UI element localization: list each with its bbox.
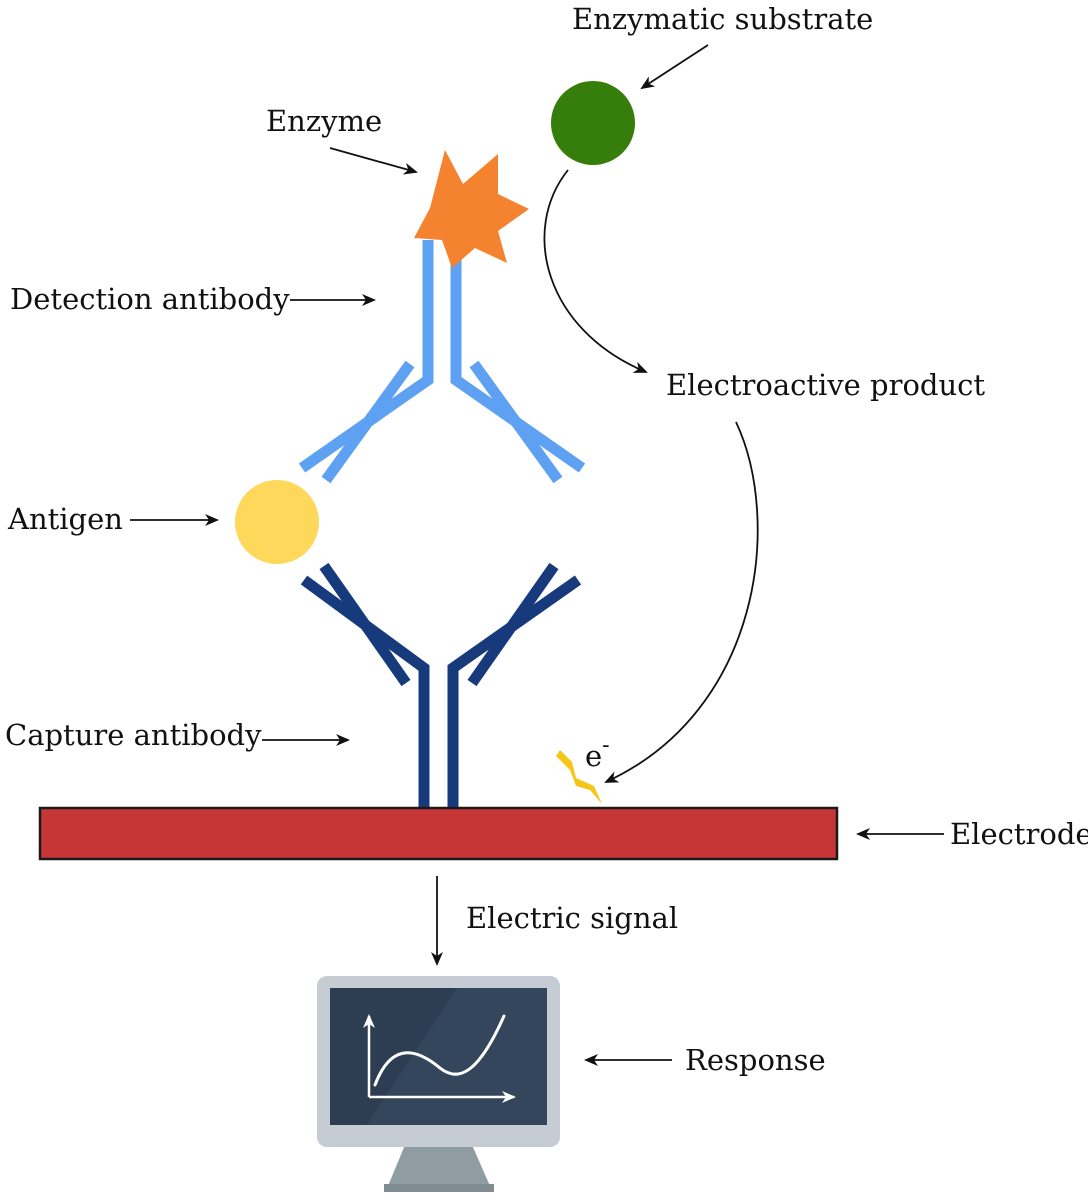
electron-charge: - [602, 733, 609, 758]
antigen-label: Antigen [7, 502, 123, 536]
enzyme-star [414, 150, 529, 268]
plot-curve [373, 1014, 506, 1087]
detection-antibody [298, 240, 586, 484]
enzyme-label: Enzyme [266, 104, 382, 138]
capture-antibody [300, 562, 582, 808]
enzymatic-substrate-label: Enzymatic substrate [572, 2, 873, 36]
electric-signal-label: Electric signal [466, 901, 678, 935]
product-to-electrode-arrow [604, 421, 759, 783]
electroactive-product-label: Electroactive product [666, 368, 985, 402]
electron-label: e- [585, 733, 610, 773]
antigen-circle [235, 480, 319, 564]
enzymatic-substrate-circle [551, 81, 635, 165]
detection-antibody-label: Detection antibody [10, 282, 290, 316]
electrode-bar [38, 806, 839, 861]
monitor-stand-base [384, 1184, 494, 1192]
lightning-icon [556, 750, 602, 804]
substrate-to-product-arrow [543, 169, 648, 373]
capture-antibody-label: Capture antibody [5, 718, 262, 752]
enzymatic-substrate-arrow [640, 44, 709, 90]
monitor-stand [388, 1145, 490, 1186]
response-label: Response [685, 1043, 826, 1077]
monitor-icon [317, 976, 560, 1192]
enzyme-arrow [329, 147, 418, 175]
electrode-label: Electrode [950, 817, 1088, 851]
